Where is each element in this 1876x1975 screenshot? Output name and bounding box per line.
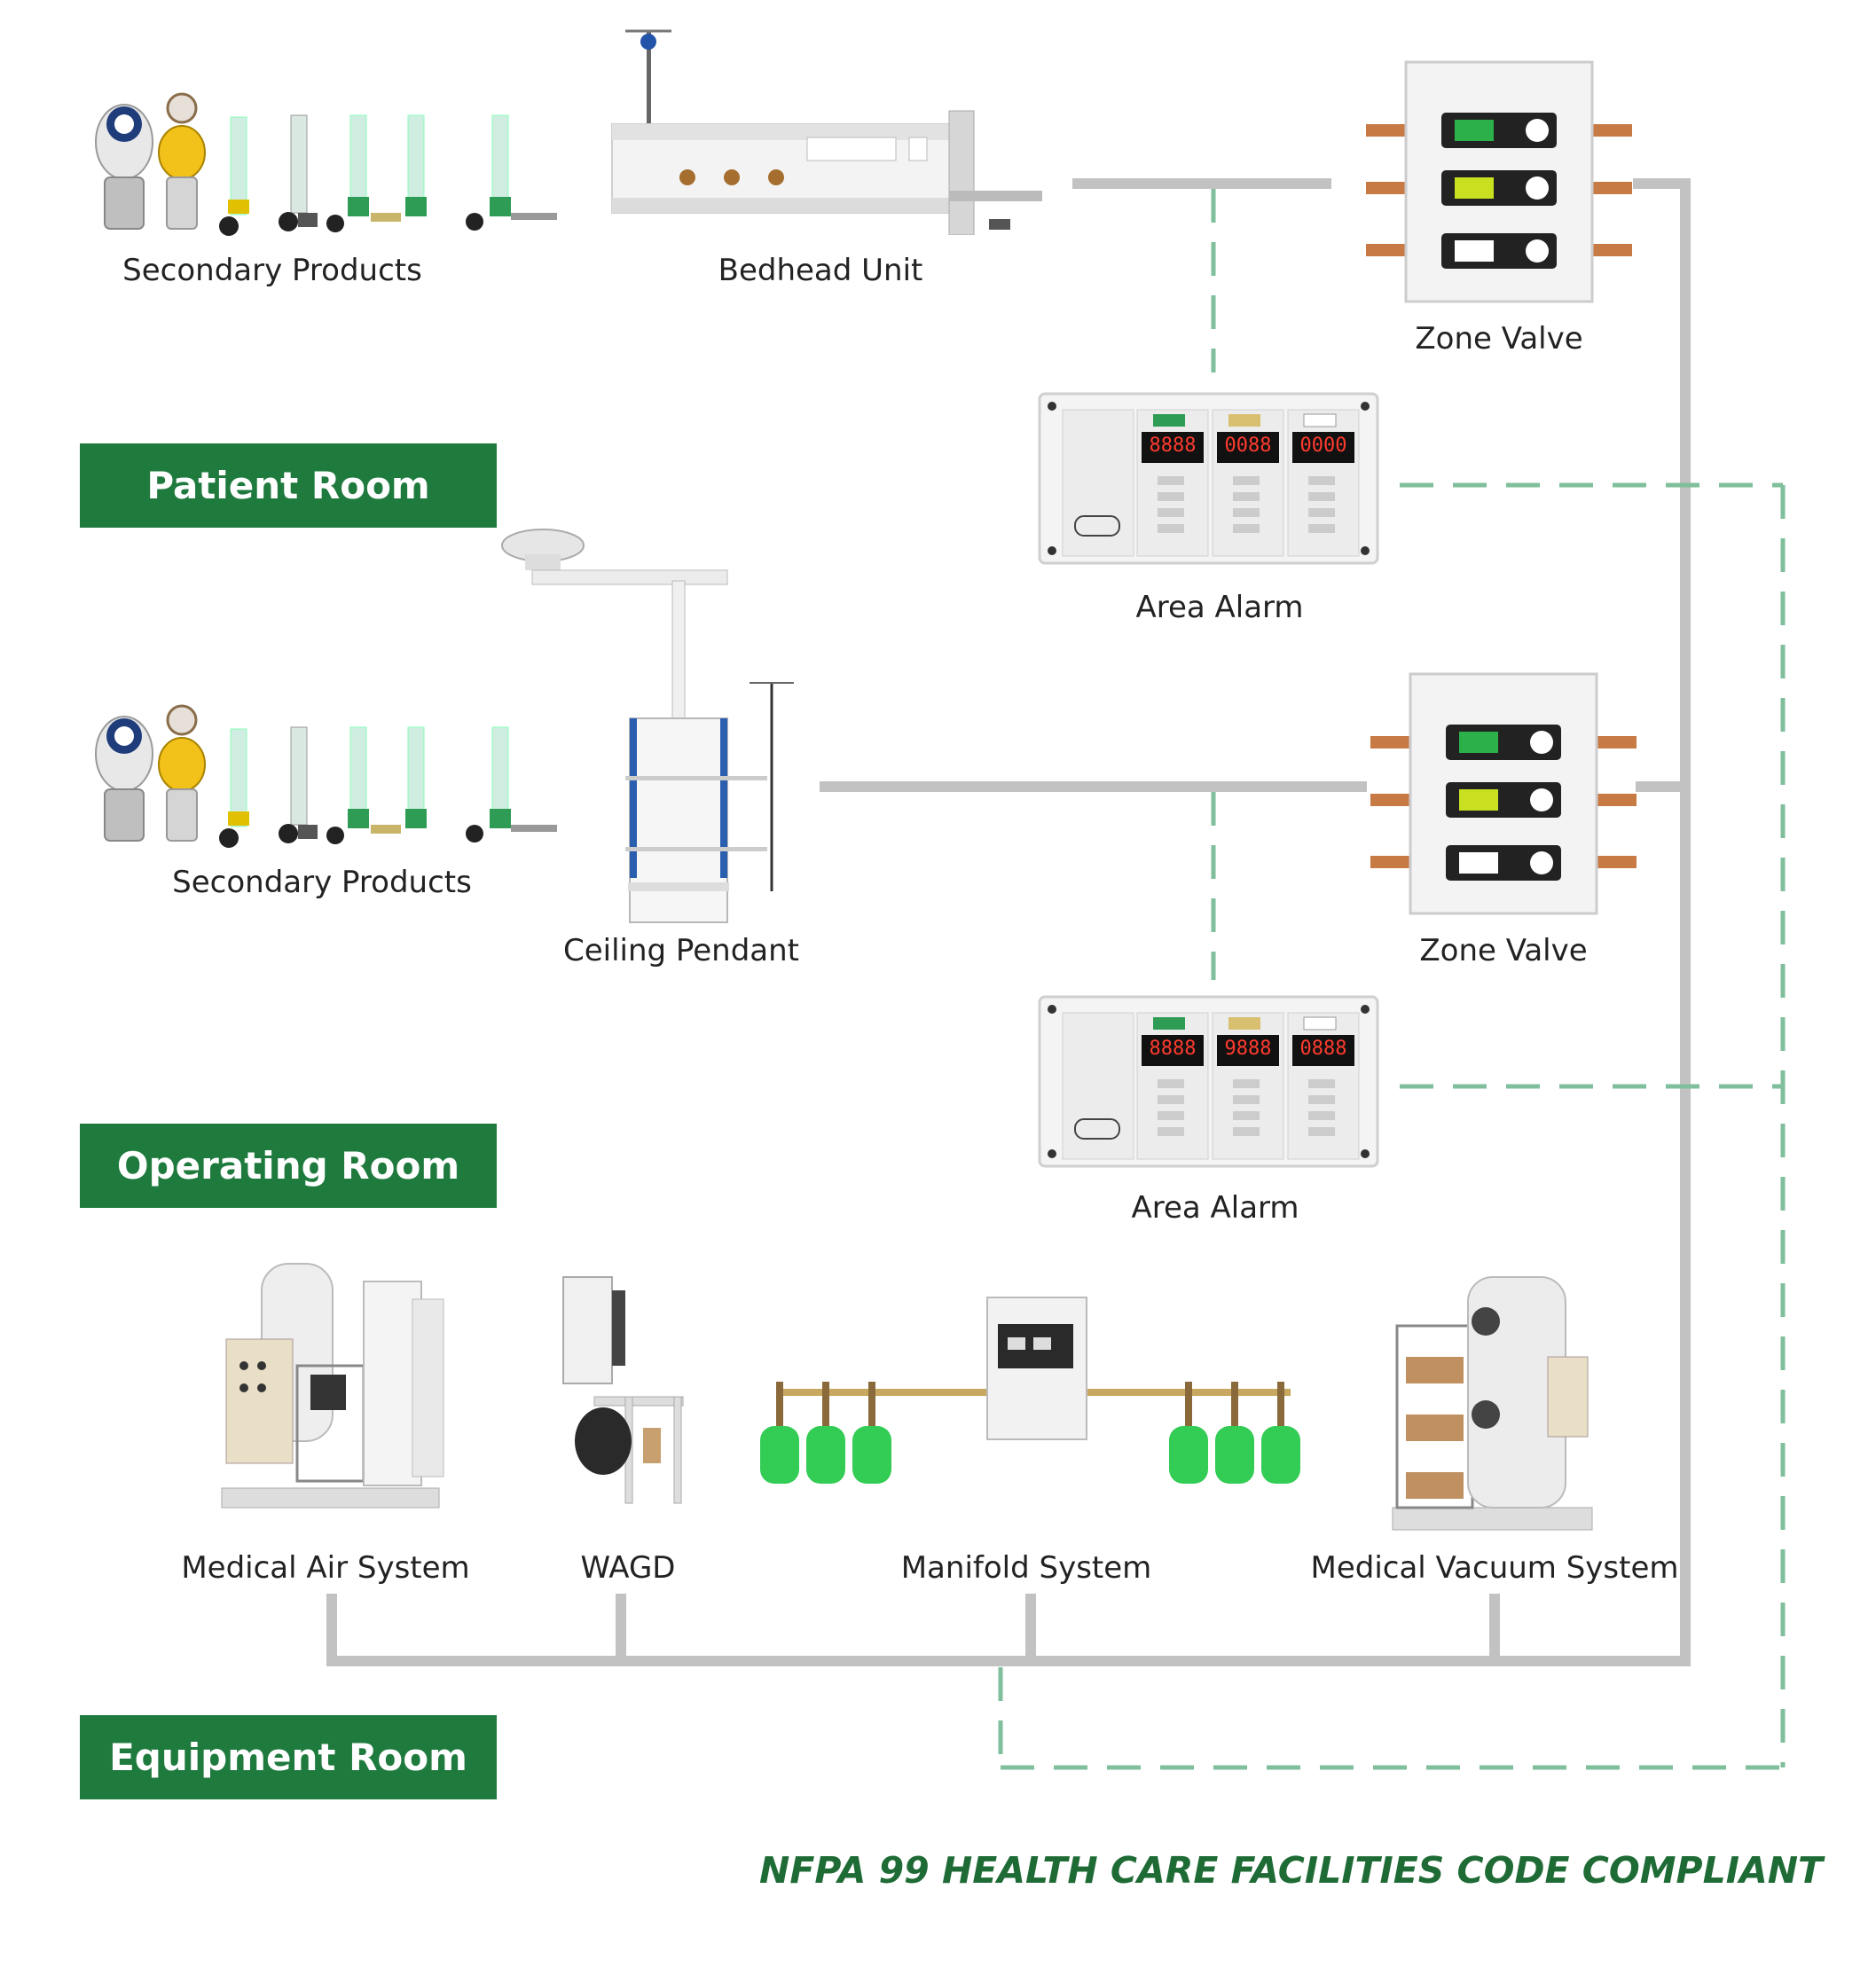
room-badge-patient: Patient Room xyxy=(80,443,497,528)
alarm-wiring-dashed xyxy=(998,189,1786,1770)
pipeline-solid xyxy=(326,178,1691,1666)
flowmeter-icon xyxy=(326,726,401,844)
medical-vacuum-system-label: Medical Vacuum System xyxy=(1310,1550,1679,1586)
flowmeter-icon xyxy=(219,728,249,848)
zone-valve-2-image xyxy=(1370,672,1637,915)
oxygen-regulator-icon xyxy=(158,92,206,230)
flowmeter-icon xyxy=(466,114,557,231)
flowmeter-icon xyxy=(326,114,401,232)
area-alarm-2-image xyxy=(1038,995,1379,1168)
alarm-1-display-1: 8888 xyxy=(1149,435,1197,457)
flowmeter-icon xyxy=(279,114,318,231)
ceiling-pendant-label: Ceiling Pendant xyxy=(563,933,799,968)
alarm-1-display-3: 0000 xyxy=(1299,435,1347,457)
flowmeter-icon xyxy=(405,726,427,828)
secondary-products-1-image xyxy=(95,92,557,236)
wagd-label: WAGD xyxy=(580,1550,676,1586)
suction-regulator-icon xyxy=(95,716,153,842)
gas-cylinder-icon xyxy=(760,1426,1300,1484)
area-alarm-1-label: Area Alarm xyxy=(1135,590,1304,625)
alarm-2-display-3: 0888 xyxy=(1299,1038,1347,1060)
alarm-2-display-2: 9888 xyxy=(1224,1038,1272,1060)
bedhead-unit-image xyxy=(611,29,1042,235)
flowmeter-icon xyxy=(279,726,318,843)
ceiling-pendant-image xyxy=(501,529,794,923)
area-alarm-1-image xyxy=(1038,392,1379,565)
bedhead-unit-label: Bedhead Unit xyxy=(718,253,923,288)
flowmeter-icon xyxy=(466,726,557,843)
zone-valve-1-label: Zone Valve xyxy=(1415,321,1583,357)
secondary-products-1-label: Secondary Products xyxy=(122,253,422,288)
alarm-1-display-2: 0088 xyxy=(1224,435,1272,457)
area-alarm-2-label: Area Alarm xyxy=(1131,1190,1299,1226)
secondary-products-2-label: Secondary Products xyxy=(172,865,472,900)
compliance-footer: NFPA 99 HEALTH CARE FACILITIES CODE COMP… xyxy=(759,1849,1823,1892)
room-badge-operating: Operating Room xyxy=(80,1124,497,1208)
medical-air-system-image xyxy=(221,1263,444,1509)
flowmeter-icon xyxy=(405,114,427,216)
manifold-system-image xyxy=(760,1297,1300,1484)
alarm-2-display-1: 8888 xyxy=(1149,1038,1197,1060)
wagd-image xyxy=(562,1276,684,1504)
zone-valve-2-label: Zone Valve xyxy=(1419,933,1588,968)
secondary-products-2-image xyxy=(95,704,557,848)
medical-vacuum-system-image xyxy=(1392,1276,1593,1531)
oxygen-regulator-icon xyxy=(158,704,206,842)
suction-regulator-icon xyxy=(95,104,153,230)
manifold-system-label: Manifold System xyxy=(900,1550,1152,1586)
room-badge-equipment: Equipment Room xyxy=(80,1715,497,1799)
zone-valve-1-image xyxy=(1366,60,1632,303)
flowmeter-icon xyxy=(219,116,249,236)
medical-air-system-label: Medical Air System xyxy=(181,1550,470,1586)
